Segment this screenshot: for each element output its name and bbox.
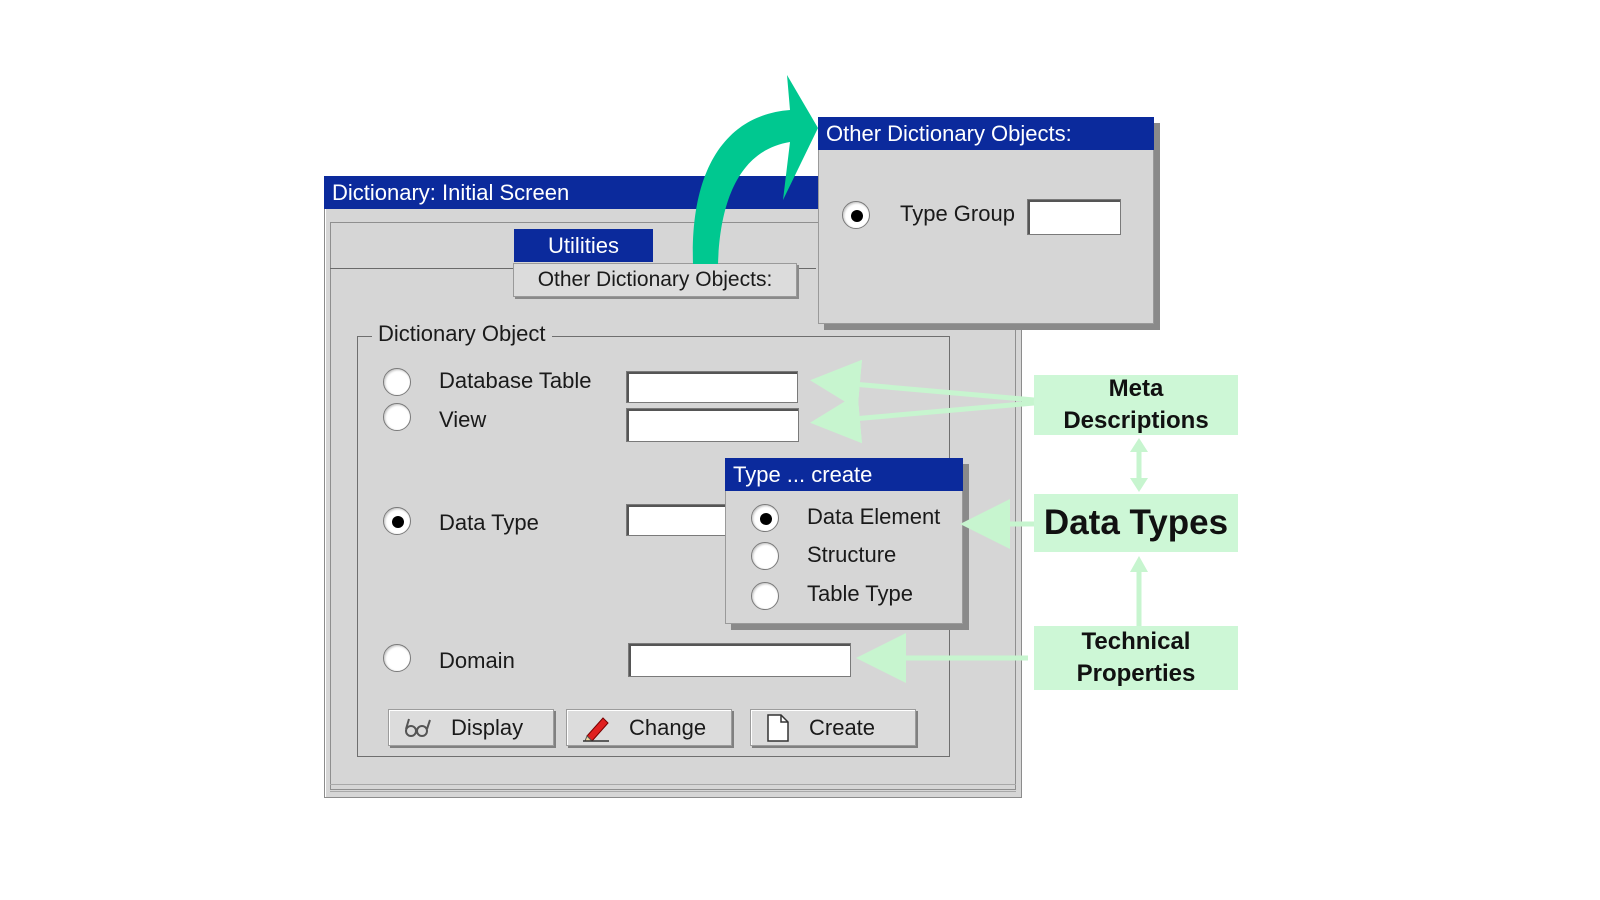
group-label: Dictionary Object xyxy=(372,320,552,348)
label-data-element: Data Element xyxy=(807,504,941,529)
annotation-tech-line1: Technical xyxy=(1081,628,1191,655)
annotation-technical-properties: Technical Properties xyxy=(1034,626,1238,690)
pencil-icon xyxy=(583,716,609,742)
annotation-data-types-text: Data Types xyxy=(1043,503,1229,542)
menu-utilities[interactable]: Utilities xyxy=(514,229,653,262)
radio-type-group[interactable] xyxy=(842,201,870,229)
label-view: View xyxy=(439,407,487,432)
annotation-meta-line2: Descriptions xyxy=(1063,407,1209,434)
arrow-meta-to-database-table xyxy=(810,359,1035,410)
radio-database-table[interactable] xyxy=(383,368,411,396)
glasses-icon xyxy=(405,718,431,737)
label-data-type: Data Type xyxy=(439,510,539,535)
database-table-input[interactable] xyxy=(626,371,798,403)
popup-title-type-create: Type ... create xyxy=(725,458,963,491)
create-button[interactable]: Create xyxy=(750,709,916,746)
label-type-group: Type Group xyxy=(900,201,1015,226)
radio-data-type[interactable] xyxy=(383,507,411,535)
radio-table-type[interactable] xyxy=(751,582,779,610)
annotation-tech-line2: Properties xyxy=(1076,660,1196,687)
window-inner-frame xyxy=(330,222,1016,790)
arrow-meta-to-view xyxy=(810,393,1035,444)
radio-view[interactable] xyxy=(383,403,411,431)
display-button[interactable]: Display xyxy=(388,709,554,746)
label-database-table: Database Table xyxy=(439,368,592,393)
change-button[interactable]: Change xyxy=(566,709,732,746)
annotation-meta-line1: Meta xyxy=(1108,375,1164,402)
label-structure: Structure xyxy=(807,542,897,567)
popup-title-other-objects: Other Dictionary Objects: xyxy=(818,117,1154,150)
menu-item-other-dictionary-objects[interactable]: Other Dictionary Objects: xyxy=(513,263,797,297)
annotation-meta-descriptions: Meta Descriptions xyxy=(1034,375,1238,435)
radio-domain[interactable] xyxy=(383,644,411,672)
create-button-label: Create xyxy=(809,715,876,740)
type-group-input[interactable] xyxy=(1027,199,1121,235)
arrow-technical-to-data-types xyxy=(1130,556,1148,626)
status-bar xyxy=(330,784,1016,792)
annotation-data-types: Data Types xyxy=(1034,494,1238,552)
window-title: Dictionary: Initial Screen xyxy=(324,176,819,209)
arrow-meta-data-types-link xyxy=(1130,438,1148,492)
blank-document-icon xyxy=(767,713,789,742)
display-button-label: Display xyxy=(451,715,524,740)
data-type-input[interactable] xyxy=(626,504,726,536)
radio-data-element[interactable] xyxy=(751,504,779,532)
arrow-menu-to-popup xyxy=(692,75,818,264)
radio-structure[interactable] xyxy=(751,542,779,570)
change-button-label: Change xyxy=(629,715,707,740)
label-domain: Domain xyxy=(439,648,515,673)
label-table-type: Table Type xyxy=(807,581,914,606)
view-input[interactable] xyxy=(626,408,799,442)
domain-input[interactable] xyxy=(628,643,851,677)
